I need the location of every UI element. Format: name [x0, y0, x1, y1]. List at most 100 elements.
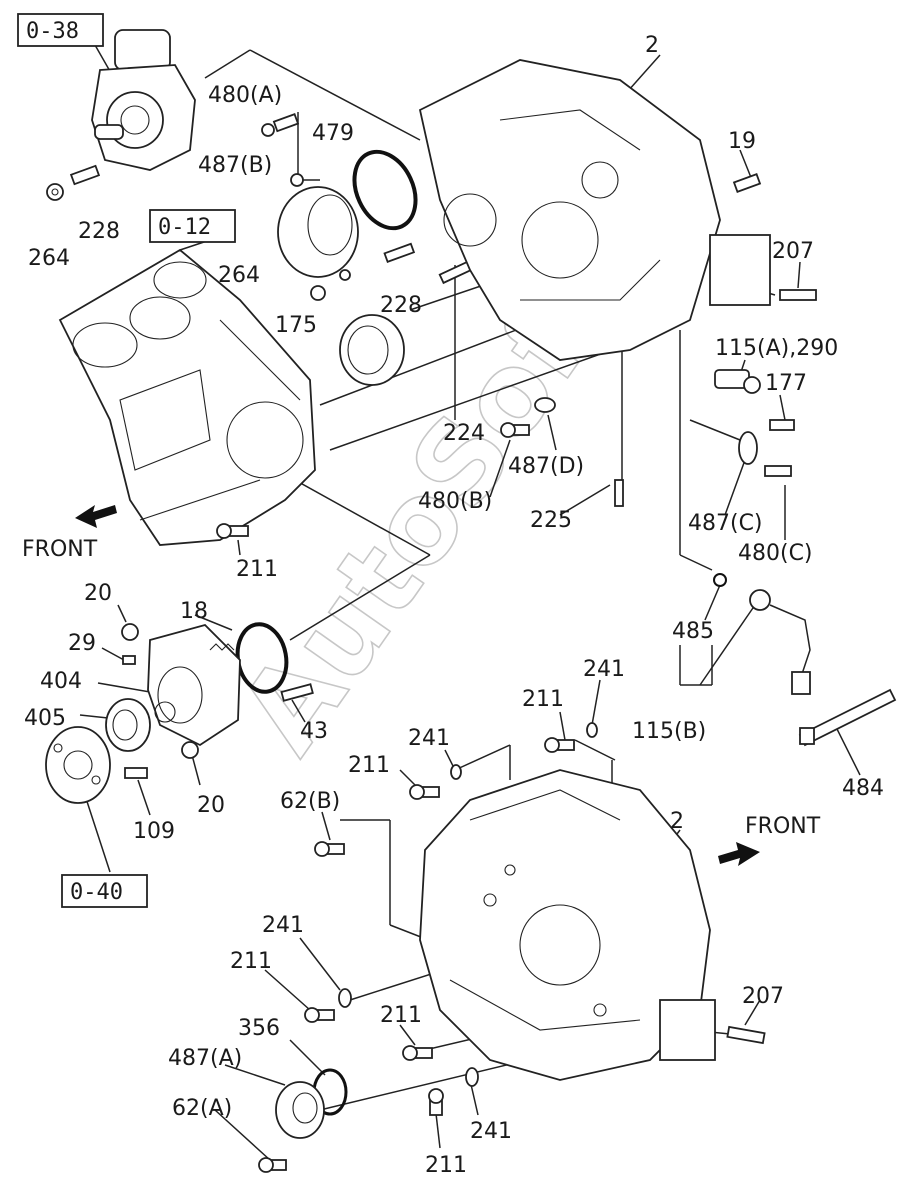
bolt-62a	[258, 1157, 287, 1173]
callout-label: 2	[670, 809, 684, 834]
ref-box-0-40[interactable]: 0-40	[61, 874, 148, 908]
callout-label: 487(B)	[198, 153, 272, 178]
callout-label: 207	[742, 984, 784, 1009]
cover-487a	[275, 1081, 325, 1139]
sensor-115b	[749, 589, 811, 695]
bolt-211-b	[409, 784, 440, 800]
front-arrow-upper	[75, 505, 117, 528]
callout-label: 405	[24, 706, 66, 731]
callout-label: 480(B)	[418, 489, 492, 514]
callout-label: 241	[470, 1119, 512, 1144]
callout-label: 228	[78, 219, 120, 244]
ref-box-label: 0-38	[26, 19, 79, 44]
callout-label: 20	[197, 793, 225, 818]
oring-485	[713, 573, 727, 587]
flywheel-housing-upper	[418, 59, 771, 361]
callout-label: 264	[28, 246, 70, 271]
callout-label: 177	[765, 371, 807, 396]
front-label-upper: FRONT	[22, 537, 98, 562]
washer-241-b	[450, 764, 462, 780]
callout-label: 18	[180, 599, 208, 624]
vacuum-pump	[91, 29, 196, 171]
nut-20-upper	[121, 623, 139, 641]
stud-43	[280, 683, 314, 702]
bolt-480a	[261, 113, 300, 137]
washer-241-a	[586, 722, 598, 738]
callout-label: 480(C)	[738, 541, 813, 566]
callout-labels: 2 19 207 115(A),290 177 480(A) 479 487(B…	[24, 33, 884, 1178]
pin-225	[614, 479, 624, 507]
callout-label: 241	[262, 913, 304, 938]
callout-label: 19	[728, 129, 756, 154]
cable-tie-484	[798, 688, 897, 747]
nut-264-upper	[46, 183, 64, 201]
plate-487d	[534, 397, 556, 413]
seal-175	[339, 314, 405, 386]
callout-label: 485	[672, 619, 714, 644]
callout-label: 487(A)	[168, 1046, 242, 1071]
callout-label: 115(B)	[632, 719, 706, 744]
ref-box-0-12[interactable]: 0-12	[149, 209, 236, 243]
stud-207-lower	[726, 1025, 766, 1045]
flywheel-housing-lower	[419, 769, 716, 1081]
bolt-62b	[314, 841, 345, 857]
callout-label: 479	[312, 121, 354, 146]
callout-label: 225	[530, 508, 572, 533]
callout-label: 211	[522, 687, 564, 712]
cover-487b	[277, 173, 359, 281]
oring-479	[352, 149, 418, 231]
washer-241-d	[465, 1067, 479, 1087]
callout-label: 62(A)	[172, 1096, 232, 1121]
callout-label: 484	[842, 776, 884, 801]
callout-label: 211	[236, 557, 278, 582]
callout-label: 224	[443, 421, 485, 446]
callout-label: 211	[380, 1003, 422, 1028]
callout-label: 241	[408, 726, 450, 751]
hub-0-40	[45, 726, 111, 804]
callout-label: 207	[772, 239, 814, 264]
front-arrow-lower	[718, 842, 760, 866]
bolt-211-a	[544, 737, 575, 753]
callout-label: 211	[425, 1153, 467, 1178]
callout-label: 264	[218, 263, 260, 288]
cylinder-block	[58, 248, 316, 546]
ref-box-0-38[interactable]: 0-38	[17, 13, 104, 47]
plate-487c	[738, 431, 758, 465]
seal-405	[105, 698, 151, 752]
ref-box-label: 0-40	[70, 880, 123, 905]
sensor-115a	[714, 369, 761, 394]
ref-box-label: 0-12	[158, 215, 211, 240]
front-label-lower: FRONT	[745, 814, 821, 839]
key-29	[122, 655, 136, 665]
bolt-211-upper	[216, 523, 249, 539]
washer-241-c	[338, 988, 352, 1008]
callout-label: 20	[84, 581, 112, 606]
callout-label: 175	[275, 313, 317, 338]
callout-label: 62(B)	[280, 789, 340, 814]
callout-label: 29	[68, 631, 96, 656]
callout-label: 211	[348, 753, 390, 778]
callout-label: 480(A)	[208, 83, 282, 108]
callout-label: 115(A),290	[715, 336, 838, 361]
stud-228-mid	[383, 242, 416, 263]
nut-264-mid	[310, 285, 326, 301]
bolt-19	[732, 173, 762, 193]
bolt-177	[769, 419, 795, 431]
callout-label: 2	[645, 33, 659, 58]
bolt-480b	[500, 422, 530, 438]
callout-label: 356	[238, 1016, 280, 1041]
bolt-211-c	[304, 1007, 335, 1023]
nut-20-lower	[181, 741, 199, 759]
bolt-480c	[764, 465, 792, 477]
bolt-109	[124, 767, 148, 779]
bolt-211-d	[402, 1045, 433, 1061]
bolt-211-e	[428, 1088, 444, 1116]
callout-label: 487(D)	[508, 454, 584, 479]
stud-207-upper	[779, 289, 817, 301]
callout-label: 109	[133, 819, 175, 844]
callout-label: 487(C)	[688, 511, 763, 536]
stud-228-upper	[69, 164, 101, 186]
oil-pump-404	[147, 623, 241, 747]
callout-label: 43	[300, 719, 328, 744]
